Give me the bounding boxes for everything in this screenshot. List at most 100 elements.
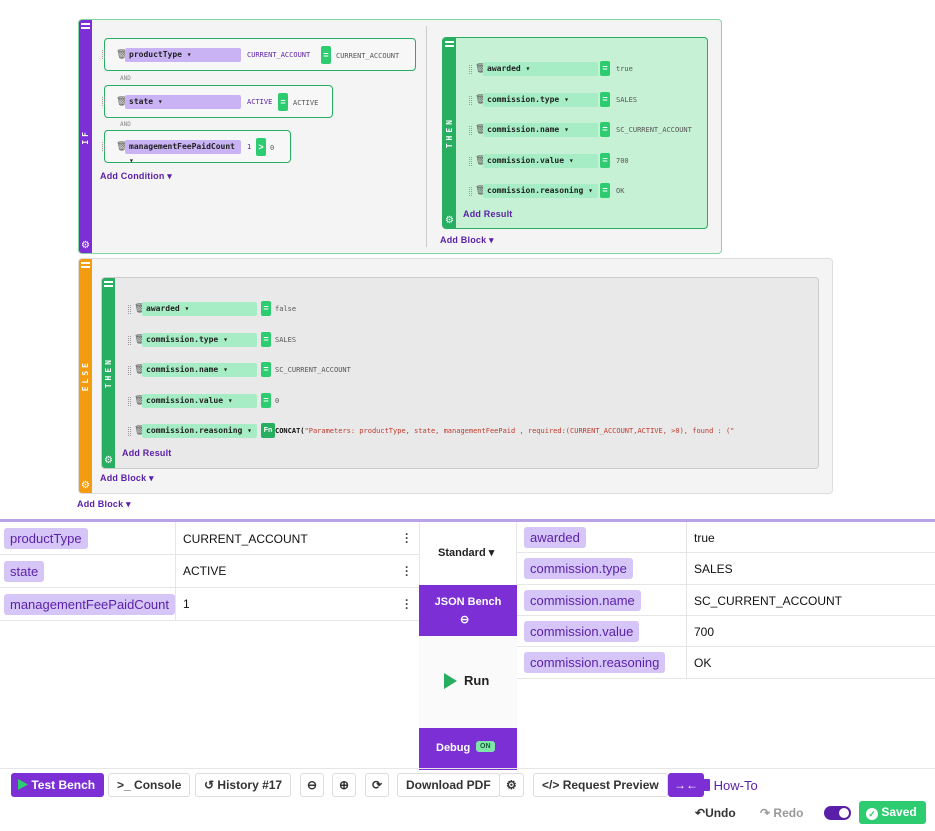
json-bench-button[interactable]: JSON Bench ⊖ (419, 585, 517, 636)
how-to-link[interactable]: How-To (700, 778, 758, 793)
trash-icon[interactable]: 🗑 (116, 96, 128, 106)
operator-button[interactable]: = (600, 152, 610, 168)
gear-icon[interactable]: ⚙ (81, 480, 90, 491)
result-value[interactable]: SC_CURRENT_ACCOUNT (275, 366, 351, 374)
grip-icon[interactable] (128, 366, 131, 375)
grip-icon[interactable] (469, 65, 472, 74)
operator-button[interactable]: = (261, 362, 271, 377)
panel-divider[interactable] (0, 519, 935, 522)
result-field-select[interactable]: commission.name ▾ (483, 123, 598, 137)
test-bench-button[interactable]: Test Bench (11, 773, 105, 797)
add-condition-button[interactable]: Add Condition ▾ (100, 171, 173, 181)
kebab-menu-icon[interactable]: ··· (405, 593, 409, 615)
gear-icon[interactable]: ⚙ (445, 215, 454, 226)
grip-icon[interactable] (128, 335, 131, 345)
zoom-in-button[interactable]: ⊕ (332, 773, 357, 797)
result-field-select[interactable]: commission.type ▾ (142, 332, 257, 347)
trash-icon[interactable]: 🗑 (475, 154, 487, 165)
output-name-tag[interactable]: commission.type (524, 558, 633, 579)
grip-icon[interactable] (469, 95, 472, 105)
grip-icon[interactable] (128, 396, 131, 406)
grip-icon[interactable] (469, 187, 472, 196)
trash-icon[interactable]: 🗑 (134, 364, 146, 374)
condition-field-select[interactable]: state ▾ (125, 95, 241, 109)
result-field-select[interactable]: commission.type ▾ (483, 92, 598, 107)
result-field-select[interactable]: commission.reasoning ▾ (142, 424, 257, 438)
input-name-tag[interactable]: state (4, 561, 45, 582)
grip-icon[interactable] (469, 156, 472, 166)
operator-button[interactable]: Fn (261, 423, 275, 438)
trash-icon[interactable]: 🗑 (134, 303, 146, 313)
input-value[interactable]: ACTIVE (183, 564, 227, 578)
result-field-select[interactable]: awarded ▾ (483, 62, 598, 76)
operator-button[interactable]: = (600, 61, 610, 76)
add-block-button[interactable]: Add Block ▾ (100, 473, 154, 483)
result-field-select[interactable]: commission.value ▾ (483, 153, 598, 168)
input-name-tag[interactable]: managementFeePaidCount (4, 594, 175, 615)
kebab-menu-icon[interactable]: ··· (405, 560, 409, 582)
trash-icon[interactable]: 🗑 (116, 141, 128, 151)
result-field-select[interactable]: commission.reasoning ▾ (483, 184, 598, 198)
result-value[interactable]: CONCAT("Parameters: productType, state, … (275, 427, 735, 435)
output-name-tag[interactable]: commission.value (524, 621, 640, 642)
toggle-switch[interactable] (824, 806, 851, 820)
result-field-select[interactable]: commission.value ▾ (142, 393, 257, 408)
operator-button[interactable]: = (261, 331, 271, 347)
drag-handle-icon[interactable] (81, 262, 90, 268)
operator-button[interactable]: = (278, 93, 288, 111)
console-button[interactable]: >_ Console (108, 773, 191, 797)
operator-button[interactable]: = (600, 91, 610, 107)
operator-button[interactable]: = (261, 301, 271, 316)
grip-icon[interactable] (128, 305, 131, 314)
trash-icon[interactable]: 🗑 (134, 333, 146, 344)
zoom-out-button[interactable]: ⊖ (300, 773, 325, 797)
add-result-button[interactable]: Add Result (122, 448, 172, 458)
trash-icon[interactable]: 🗑 (134, 425, 146, 435)
then-bar[interactable]: THEN ⚙ (102, 278, 115, 468)
history-button[interactable]: ↺ History #17 (195, 773, 292, 797)
trash-icon[interactable]: 🗑 (475, 93, 487, 104)
grip-icon[interactable] (469, 126, 472, 135)
input-value[interactable]: 1 (183, 597, 190, 611)
output-name-tag[interactable]: commission.name (524, 590, 641, 611)
operator-button[interactable]: = (600, 183, 610, 198)
trash-icon[interactable]: 🗑 (134, 394, 146, 405)
condition-value[interactable]: ACTIVE (293, 99, 319, 107)
condition-value[interactable]: CURRENT_ACCOUNT (336, 52, 400, 60)
settings-button[interactable]: ⚙ (499, 773, 524, 797)
result-value[interactable]: SC_CURRENT_ACCOUNT (616, 126, 692, 134)
if-bar[interactable]: IF ⚙ (79, 20, 92, 253)
saved-indicator[interactable]: ✓ Saved (859, 801, 926, 824)
grip-icon[interactable] (102, 50, 105, 59)
drag-handle-icon[interactable] (104, 281, 113, 287)
operator-button[interactable]: = (261, 392, 271, 408)
operator-button[interactable]: = (600, 122, 610, 137)
input-name-tag[interactable]: productType (4, 528, 88, 549)
result-value[interactable]: 0 (275, 396, 280, 405)
add-block-button[interactable]: Add Block ▾ (440, 235, 494, 245)
trash-icon[interactable]: 🗑 (116, 49, 128, 59)
kebab-menu-icon[interactable]: ··· (405, 527, 409, 549)
then-bar[interactable]: THEN ⚙ (443, 38, 456, 228)
redo-button[interactable]: ↷ Redo (760, 806, 803, 820)
add-block-button[interactable]: Add Block ▾ (77, 499, 131, 509)
grip-icon[interactable] (102, 97, 105, 106)
collapse-button[interactable]: →← (668, 773, 704, 797)
result-value[interactable]: true (616, 65, 633, 73)
drag-handle-icon[interactable] (81, 23, 90, 29)
input-value[interactable]: CURRENT_ACCOUNT (183, 532, 308, 546)
result-value[interactable]: SALES (616, 95, 638, 104)
grip-icon[interactable] (128, 427, 131, 436)
condition-value[interactable]: 0 (270, 144, 275, 152)
condition-field-select[interactable]: managementFeePaidCount ▾ (125, 140, 241, 165)
drag-handle-icon[interactable] (445, 41, 454, 47)
refresh-button[interactable]: ⟳ (365, 773, 390, 797)
debug-toggle[interactable]: Debug ON (419, 728, 517, 770)
result-value[interactable]: 700 (616, 156, 629, 165)
condition-field-select[interactable]: productType ▾ (125, 48, 241, 62)
mode-select[interactable]: Standard ▾ (438, 547, 495, 559)
add-result-button[interactable]: Add Result (463, 209, 513, 219)
result-field-select[interactable]: commission.name ▾ (142, 363, 257, 377)
result-value[interactable]: SALES (275, 335, 297, 344)
output-name-tag[interactable]: commission.reasoning (524, 652, 666, 673)
